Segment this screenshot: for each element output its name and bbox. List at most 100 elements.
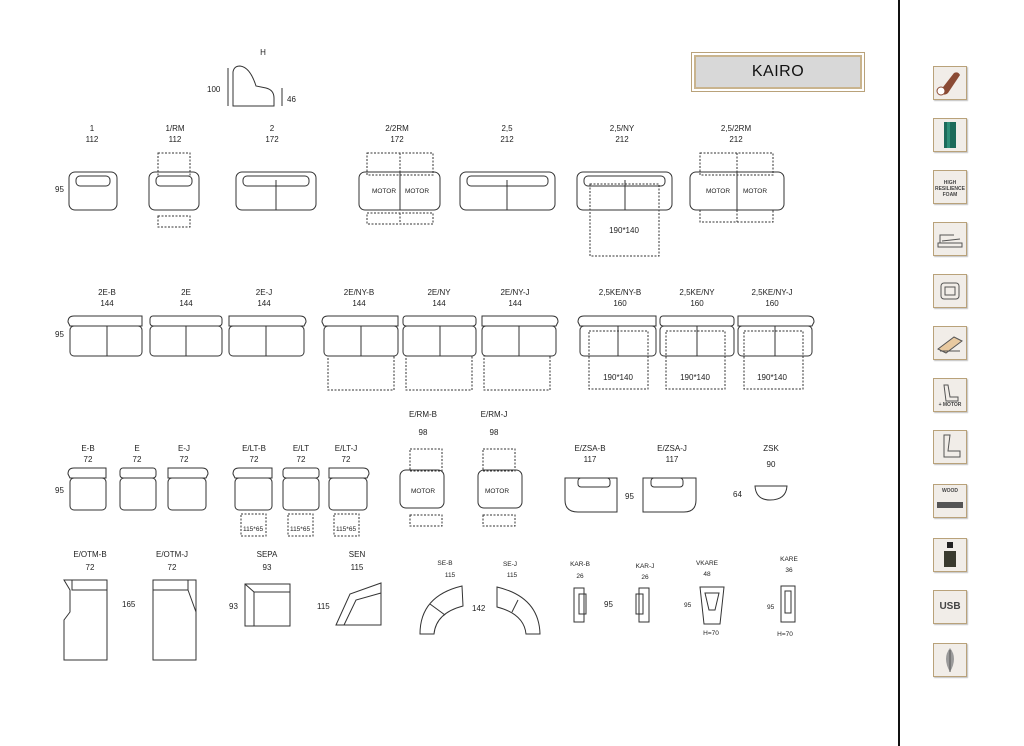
row3-width-1: 72 (83, 455, 93, 464)
module-2-5 (459, 171, 556, 211)
module-e-zsa-b (564, 477, 618, 513)
motor-icon-text: + MOTOR (938, 402, 962, 408)
row2-code-6: 2E/NY-J (500, 288, 530, 297)
module-2-5-2rm (689, 152, 785, 223)
row4-width-3: 93 (262, 563, 272, 572)
row2-width-6: 144 (508, 299, 522, 308)
bed-size-label: 190*140 (609, 226, 639, 235)
high-resilience-foam-icon[interactable]: HIGH RESILIENCE FOAM (933, 170, 967, 204)
lt-size-label: 115*65 (289, 526, 311, 533)
row3-code-9: E/ZSA-B (574, 444, 606, 453)
row2-code-2: 2E (181, 288, 191, 297)
row4-width-9: 48 (703, 571, 711, 578)
usb-port-icon[interactable]: USB (933, 590, 967, 624)
module-e-lt (282, 467, 320, 537)
module-2e-ny-j (481, 315, 559, 391)
feather-filling-icon[interactable] (933, 643, 967, 677)
key-height-label: 100 (207, 85, 221, 94)
row4-code-8: KAR-J (635, 563, 655, 570)
row3-width-2: 72 (132, 455, 142, 464)
module-e-lt-b (232, 467, 273, 537)
module-e-otm-b (63, 579, 108, 661)
sofa-bed-icon[interactable] (933, 222, 967, 256)
row2-width-5: 144 (432, 299, 446, 308)
row3-code-11: ZSK (763, 444, 779, 453)
row1-width-3: 172 (265, 135, 279, 144)
module-e-zsa-j (642, 477, 697, 513)
bed-function-icon[interactable] (933, 326, 967, 360)
row4-width-6: 115 (506, 572, 518, 579)
zsa-depth: 95 (625, 492, 634, 501)
row2-width-2: 144 (179, 299, 193, 308)
seat-profile-icon[interactable] (933, 430, 967, 464)
module-1-rm (148, 152, 200, 228)
sen-depth: 115 (317, 602, 330, 611)
module-2-5ke-ny-j (737, 315, 815, 390)
armchair-icon[interactable] (933, 274, 967, 308)
row3-width-5: 72 (296, 455, 306, 464)
module-2e-ny-b (321, 315, 399, 391)
motor-label: MOTOR (742, 188, 768, 195)
wood-frame-icon[interactable]: WOOD (933, 484, 967, 518)
row1-code-1: 1 (89, 124, 95, 133)
row4-code-10: KARE (780, 556, 798, 563)
row3-code-7: E/RM-B (409, 410, 437, 419)
module-vkare (699, 586, 725, 625)
foam-icon-text: HIGH RESILIENCE FOAM (934, 180, 965, 198)
row3-code-8: E/RM-J (480, 410, 508, 419)
row1-width-2: 112 (168, 135, 182, 144)
leather-swatch-icon[interactable] (933, 66, 967, 100)
row3-width-6: 72 (341, 455, 351, 464)
sepa-depth: 93 (229, 602, 238, 611)
module-1 (68, 171, 118, 211)
fabric-roll-icon[interactable] (933, 118, 967, 152)
care-bottle-icon[interactable] (933, 538, 967, 572)
row2-width-9: 160 (765, 299, 779, 308)
row4-width-7: 26 (576, 573, 584, 580)
row4-width-1: 72 (85, 563, 95, 572)
row2-code-4: 2E/NY-B (343, 288, 375, 297)
usb-icon-text: USB (939, 601, 961, 612)
module-kare (780, 585, 796, 623)
module-zsk (754, 485, 788, 501)
module-2-5ke-ny-b (577, 315, 657, 390)
row2-width-1: 144 (100, 299, 114, 308)
row1-code-7: 2,5/2RM (720, 124, 752, 133)
zsk-depth: 64 (733, 490, 742, 499)
otm-length: 165 (122, 600, 136, 609)
row2-code-1: 2E-B (98, 288, 116, 297)
row3-code-1: E-B (81, 444, 95, 453)
row3-width-3: 72 (179, 455, 189, 464)
module-e-lt-j (328, 467, 370, 537)
lt-size-label: 115*65 (242, 526, 264, 533)
module-2-5-ny (576, 171, 673, 257)
module-2e-b (67, 315, 143, 357)
motor-label: MOTOR (484, 488, 510, 495)
module-2e (149, 315, 223, 357)
bed-size-label: 190*140 (680, 373, 710, 382)
row4-width-4: 115 (350, 563, 364, 572)
module-sen (335, 582, 382, 626)
row3-width-11: 90 (766, 460, 776, 469)
kare-depth: 95 (767, 604, 775, 611)
brand-name: KAIRO (751, 63, 805, 80)
module-e-rm-j (477, 448, 523, 527)
row3-code-10: E/ZSA-J (657, 444, 687, 453)
motor-recliner-icon[interactable]: + MOTOR (933, 378, 967, 412)
row4-width-10: 36 (785, 567, 793, 574)
row1-width-5: 212 (500, 135, 514, 144)
module-e-rm-b (399, 448, 445, 527)
motor-label: MOTOR (705, 188, 731, 195)
row3-width-10: 117 (665, 455, 679, 464)
kare-height: H=70 (777, 631, 793, 638)
module-kar-j (635, 587, 650, 623)
row4-code-2: E/OTM-J (156, 550, 188, 559)
row3-width-8: 98 (489, 428, 499, 437)
row3-code-2: E (134, 444, 140, 453)
row1-code-3: 2 (269, 124, 275, 133)
row1-code-5: 2,5 (501, 124, 513, 133)
module-kar-b (573, 587, 587, 623)
module-e-j (167, 467, 209, 511)
row2-code-9: 2,5KE/NY-J (751, 288, 793, 297)
